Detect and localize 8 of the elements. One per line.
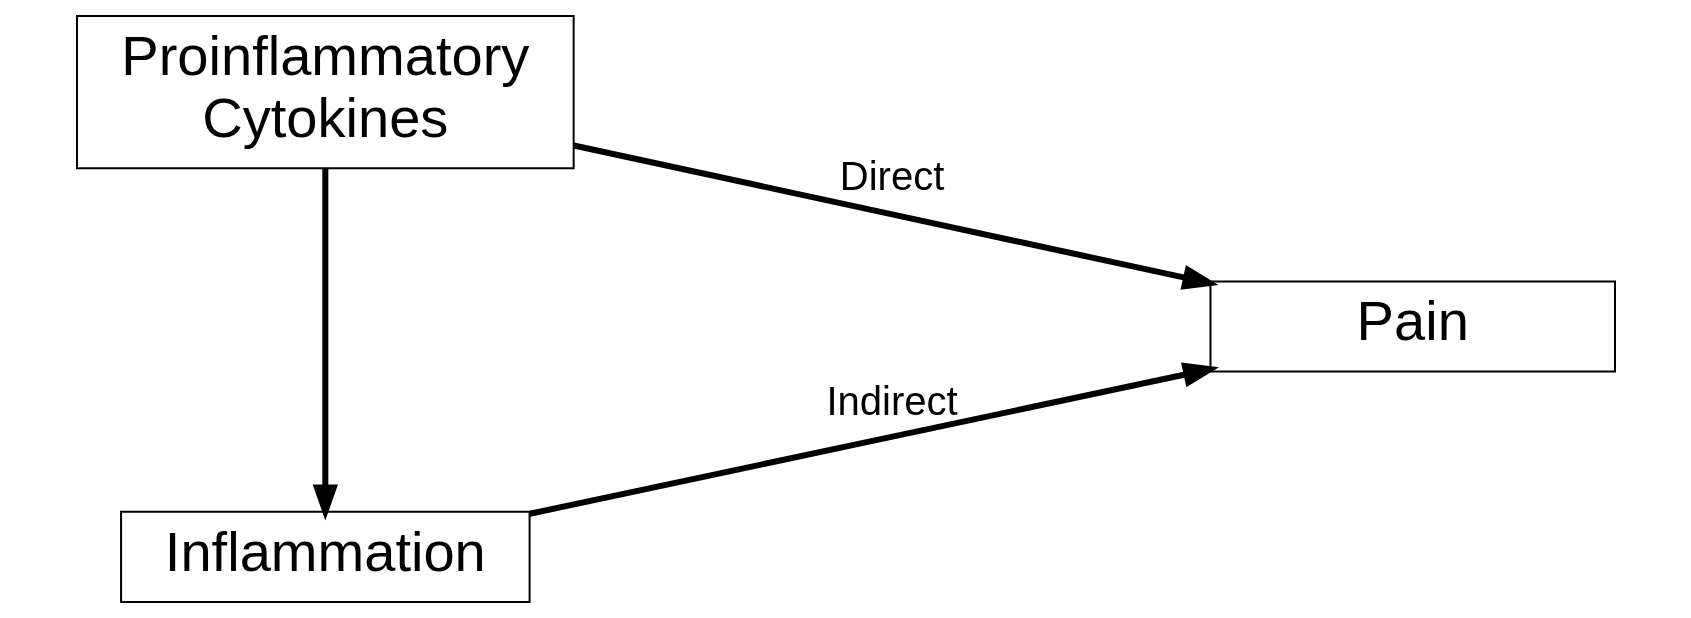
edge-label: Indirect xyxy=(825,378,958,423)
node-box: Inflammation xyxy=(119,510,531,603)
arrow xyxy=(572,142,1219,290)
arrow xyxy=(528,362,1219,517)
node-box: Proinflammatory Cytokines xyxy=(75,15,575,170)
edge-label: Direct xyxy=(839,154,944,199)
node-box: Pain xyxy=(1208,280,1616,373)
arrow xyxy=(312,168,338,521)
